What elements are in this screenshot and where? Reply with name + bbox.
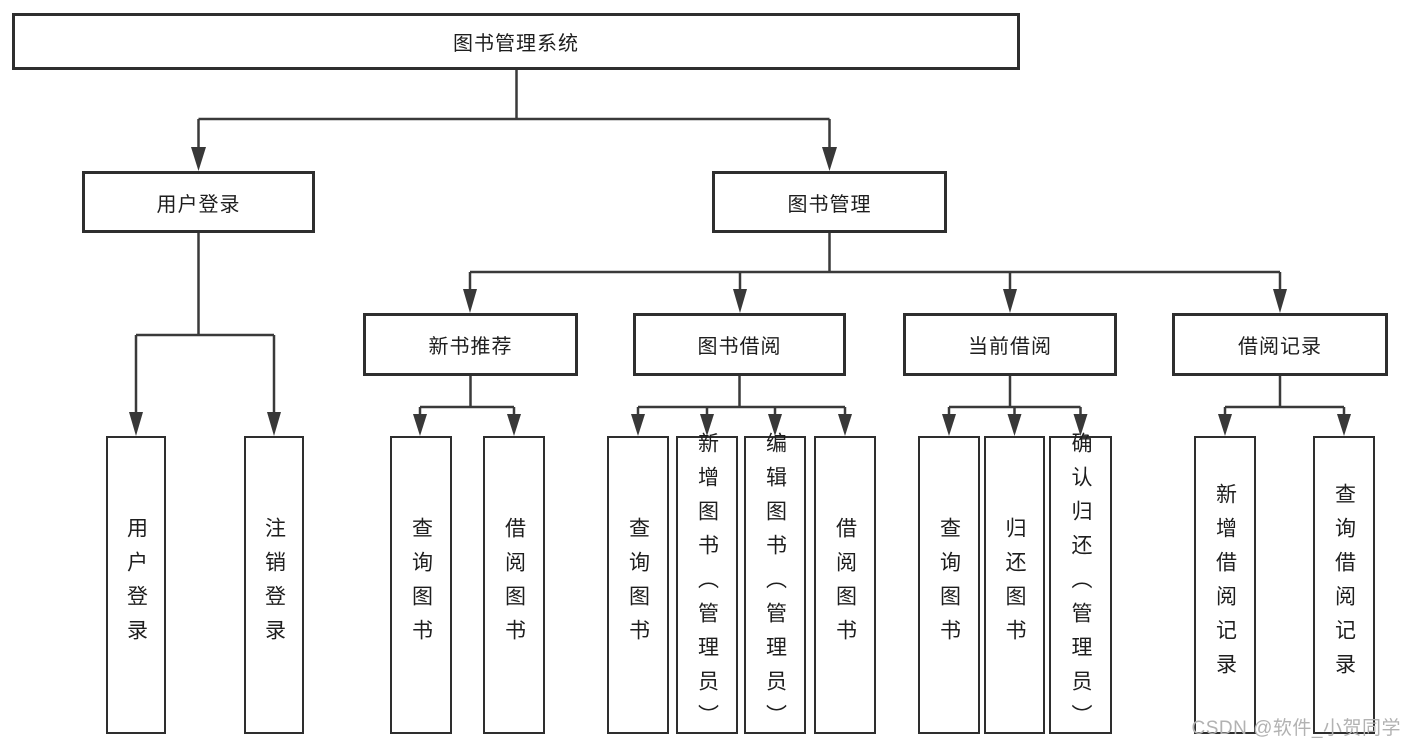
- node-current-borrowing: 当前借阅: [903, 313, 1117, 376]
- node-label: 查询图书: [409, 517, 433, 653]
- leaf-logout: 注销登录: [244, 436, 304, 734]
- leaf-query-books-recommend: 查询图书: [390, 436, 452, 734]
- leaf-query-borrow-record: 查询借阅记录: [1313, 436, 1375, 734]
- leaf-query-books-borrow: 查询图书: [607, 436, 669, 734]
- leaf-query-books-current: 查询图书: [918, 436, 980, 734]
- node-book-borrowing: 图书借阅: [633, 313, 846, 376]
- leaf-borrow-books: 借阅图书: [814, 436, 876, 734]
- node-label: 借阅图书: [833, 517, 857, 653]
- node-book-management: 图书管理: [712, 171, 947, 233]
- node-label: 注销登录: [262, 517, 286, 653]
- leaf-add-borrow-record: 新增借阅记录: [1194, 436, 1256, 734]
- leaf-confirm-return-admin: 确认归还（管理员）: [1049, 432, 1112, 738]
- node-library-management-system: 图书管理系统: [12, 13, 1020, 70]
- node-label: 借阅图书: [502, 517, 526, 653]
- node-label: 图书管理系统: [453, 33, 579, 55]
- leaf-user-login: 用户登录: [106, 436, 166, 734]
- node-user-login: 用户登录: [82, 171, 315, 233]
- node-label: 查询图书: [937, 517, 961, 653]
- node-label: 编辑图书（管理员）: [763, 432, 787, 738]
- node-label: 新增借阅记录: [1213, 483, 1237, 687]
- node-label: 当前借阅: [968, 336, 1052, 358]
- node-label: 确认归还（管理员）: [1069, 432, 1092, 738]
- leaf-add-books-admin: 新增图书（管理员）: [676, 432, 738, 738]
- node-label: 新书推荐: [428, 336, 513, 358]
- node-label: 借阅记录: [1238, 336, 1322, 358]
- node-label: 图书借阅: [697, 336, 782, 358]
- node-label: 查询图书: [626, 517, 650, 653]
- node-label: 查询借阅记录: [1332, 483, 1356, 687]
- csdn-watermark: CSDN @软件_小贺同学: [1191, 718, 1401, 739]
- leaf-borrow-books-recommend: 借阅图书: [483, 436, 545, 734]
- node-borrowing-records: 借阅记录: [1172, 313, 1388, 376]
- leaf-return-books: 归还图书: [984, 436, 1045, 734]
- node-label: 用户登录: [156, 193, 241, 216]
- node-label: 归还图书: [1003, 517, 1026, 653]
- node-new-book-recommendation: 新书推荐: [363, 313, 578, 376]
- node-label: 用户登录: [124, 517, 148, 653]
- leaf-edit-books-admin: 编辑图书（管理员）: [744, 432, 806, 738]
- node-label: 新增图书（管理员）: [695, 432, 719, 738]
- node-label: 图书管理: [787, 193, 872, 216]
